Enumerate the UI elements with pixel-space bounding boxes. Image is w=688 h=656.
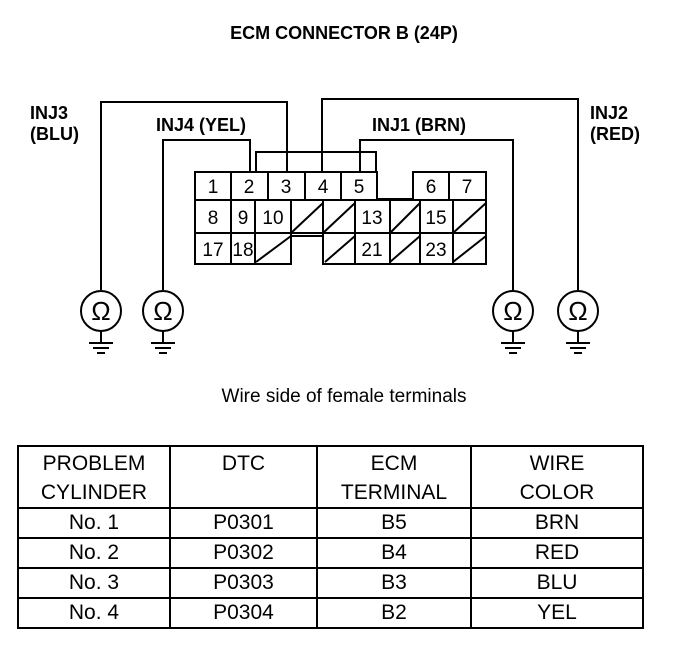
cell-dtc: P0304 [169, 597, 318, 629]
inj2-color-label: (RED) [590, 124, 640, 144]
pin-7: 7 [462, 177, 473, 198]
injector-circuit-diagram: ECM CONNECTOR B (24P) INJ3 (BLU) INJ4 (Y… [30, 23, 640, 354]
connector-title: ECM CONNECTOR B (24P) [230, 23, 458, 43]
cell-terminal: B2 [316, 597, 472, 629]
wiring [100, 98, 579, 290]
cell-wire-color: BRN [470, 507, 644, 539]
pin-18: 18 [232, 240, 253, 261]
inj1-label: INJ1 (BRN) [372, 115, 466, 135]
ground-icon [89, 331, 113, 354]
inj4-label: INJ4 (YEL) [156, 115, 246, 135]
cell-dtc: P0301 [169, 507, 318, 539]
ohm-symbol: Ω [568, 296, 587, 326]
cell-terminal: B5 [316, 507, 472, 539]
ground-symbols [89, 331, 590, 354]
connector-latch [255, 151, 377, 171]
cell-wire-color: YEL [470, 597, 644, 629]
cell-cylinder: No. 3 [17, 567, 171, 599]
ohm-symbol: Ω [503, 296, 522, 326]
ohm-symbol: Ω [153, 296, 172, 326]
pin-17: 17 [202, 240, 223, 261]
pin-1: 1 [208, 177, 219, 198]
cell-cylinder: No. 4 [17, 597, 171, 629]
pin-21: 21 [361, 240, 382, 261]
table-row: No. 2 P0302 B4 RED [17, 537, 644, 569]
ohm-symbol: Ω [91, 296, 110, 326]
table-row: No. 3 P0303 B3 BLU [17, 567, 644, 599]
cell-cylinder: No. 1 [17, 507, 171, 539]
cell-dtc: P0302 [169, 537, 318, 569]
ground-icon [501, 331, 525, 354]
pin-3: 3 [281, 177, 292, 198]
pin-13: 13 [361, 208, 382, 229]
cell-wire-color: RED [470, 537, 644, 569]
inj2-wire [321, 98, 579, 290]
inj4-wire [162, 139, 251, 290]
cell-terminal: B4 [316, 537, 472, 569]
cell-dtc: P0303 [169, 567, 318, 599]
inj3-wire [100, 101, 288, 290]
cell-cylinder: No. 2 [17, 537, 171, 569]
pin-numbers: 1 2 3 4 5 6 7 8 9 10 13 15 17 18 21 23 [202, 177, 472, 261]
ground-icon [566, 331, 590, 354]
pin-9: 9 [238, 208, 249, 229]
ohmmeters [80, 290, 599, 332]
cell-terminal: B3 [316, 567, 472, 599]
pin-2: 2 [244, 177, 255, 198]
inj2-label: INJ2 [590, 103, 628, 123]
pin-15: 15 [425, 208, 446, 229]
pin-4: 4 [318, 177, 329, 198]
table-row: No. 4 P0304 B2 YEL [17, 597, 644, 629]
table-row: No. 1 P0301 B5 BRN [17, 507, 644, 539]
cell-wire-color: BLU [470, 567, 644, 599]
ground-icon [151, 331, 175, 354]
pin-10: 10 [262, 208, 283, 229]
inj3-label: INJ3 [30, 103, 68, 123]
pin-6: 6 [426, 177, 437, 198]
inj3-color-label: (BLU) [30, 124, 79, 144]
connector-cell-grid [195, 172, 487, 264]
wire-side-caption: Wire side of female terminals [221, 386, 467, 407]
pin-8: 8 [208, 208, 219, 229]
pin-23: 23 [425, 240, 446, 261]
inj1-wire [359, 139, 514, 290]
header-dtc: DTC [169, 445, 318, 509]
pin-5: 5 [354, 177, 365, 198]
